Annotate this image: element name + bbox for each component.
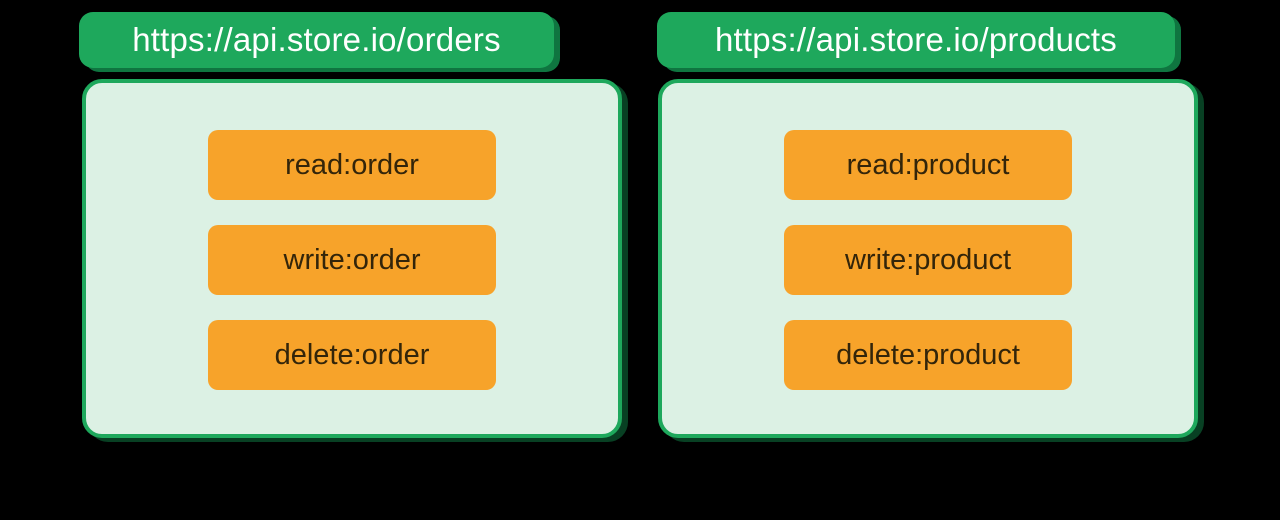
- orders-endpoint-badge: https://api.store.io/orders: [79, 12, 554, 68]
- scope-pill-write-product: write:product: [784, 225, 1072, 295]
- scope-pill-read-order: read:order: [208, 130, 496, 200]
- orders-scopes-box: read:order write:order delete:order: [82, 79, 622, 438]
- scope-pill-read-product: read:product: [784, 130, 1072, 200]
- products-scopes-box: read:product write:product delete:produc…: [658, 79, 1198, 438]
- scope-pill-write-order: write:order: [208, 225, 496, 295]
- products-endpoint-badge: https://api.store.io/products: [657, 12, 1175, 68]
- scope-pill-delete-order: delete:order: [208, 320, 496, 390]
- scope-pill-delete-product: delete:product: [784, 320, 1072, 390]
